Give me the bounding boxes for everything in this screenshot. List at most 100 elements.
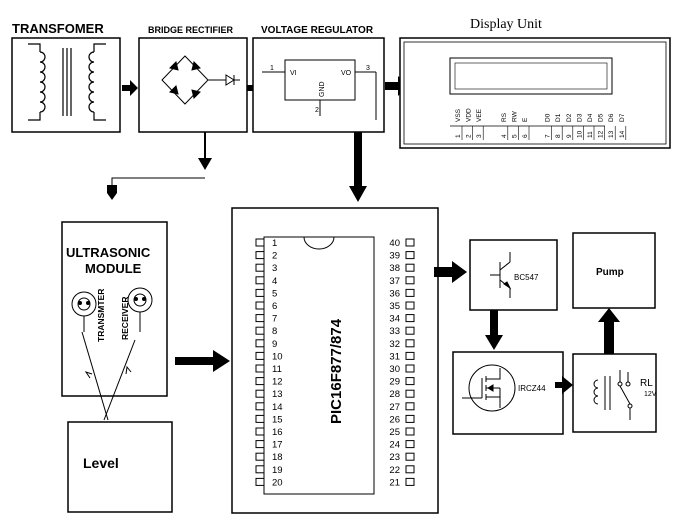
mcu-pin-right: [405, 389, 415, 398]
mcu-pin-left: [255, 377, 265, 386]
mcu-pin-left: [255, 477, 265, 486]
mcu-pin-number-left: 8: [272, 326, 277, 337]
mcu-pin-right: [405, 465, 415, 474]
pump-block: [572, 232, 656, 309]
mosfet-label: IRCZ44: [518, 384, 546, 393]
power-line-ultrasonic: [107, 132, 212, 200]
lcd-pin-number: 10: [576, 130, 583, 138]
mcu-pin-left: [255, 238, 265, 247]
mcu-pin-number-right: 31: [389, 351, 400, 362]
lcd-pin-number: 3: [476, 134, 483, 138]
lcd-pin-name: E: [522, 117, 529, 122]
mcu-pin-left: [255, 414, 265, 423]
relay-label: RL: [640, 378, 653, 389]
lcd-pin-number: 1: [455, 134, 462, 138]
relay-voltage: 12V: [644, 391, 657, 398]
mcu-pin-right: [405, 427, 415, 436]
lcd-pin-name: D6: [608, 113, 615, 122]
transformer-label: TRANSFOMER: [12, 21, 104, 36]
mcu-pin-number-right: 36: [389, 288, 400, 299]
mcu-pin-right: [405, 452, 415, 461]
mcu-pin-right: [405, 276, 415, 285]
ultrasonic-module-block: [61, 221, 168, 421]
lcd-pin-number: 6: [522, 134, 529, 138]
mcu-pin-number-left: 17: [272, 440, 283, 451]
mcu-pin-number-left: 19: [272, 465, 283, 476]
ic-body: [263, 236, 375, 495]
bridge-rectifier-block: [138, 37, 248, 133]
mcu-pin-left: [255, 452, 265, 461]
lcd-pin-number: 5: [511, 134, 518, 138]
mcu-pin-number-right: 22: [389, 465, 400, 476]
lcd-pin-name: VSS: [455, 108, 462, 122]
mcu-pin-number-right: 35: [389, 301, 400, 312]
arrow-regulator-mcu: [349, 132, 367, 202]
lcd-pin-name: VDD: [466, 108, 473, 122]
mcu-pin-right: [405, 351, 415, 360]
arrow-relay-pump: [598, 308, 620, 354]
mcu-pin-right: [405, 314, 415, 323]
mcu-pin-number-left: 2: [272, 251, 277, 262]
arrow-ultrasonic-mcu: [175, 350, 230, 372]
lcd-pin-name: D2: [566, 113, 573, 122]
mcu-pin-number-left: 16: [272, 427, 283, 438]
lcd-pin-name: D7: [619, 113, 626, 122]
ultrasonic-beam-lines: [81, 331, 136, 421]
ultrasonic-label-line1: ULTRASONIC: [66, 245, 151, 260]
receiver-label: RECEIVER: [120, 297, 130, 340]
mcu-pin-right: [405, 377, 415, 386]
mcu-pin-number-left: 5: [272, 288, 277, 299]
mcu-pin-number-right: 26: [389, 414, 400, 425]
mcu-pin-number-right: 40: [389, 238, 400, 249]
mcu-pin-left: [255, 276, 265, 285]
transmitter-sensor-icon: [71, 291, 97, 332]
regulator-vo: VO: [341, 70, 352, 77]
transformer-block: [11, 37, 121, 133]
mcu-pin-number-right: 39: [389, 251, 400, 262]
mcu-pin-right: [405, 251, 415, 260]
mcu-pin-number-left: 4: [272, 276, 277, 287]
mosfet-block: [452, 351, 564, 435]
lcd-pin-number: 9: [566, 134, 573, 138]
lcd-pin-number: 11: [587, 131, 594, 138]
regulator-vi: VI: [290, 70, 297, 77]
mcu-pin-number-left: 9: [272, 339, 277, 350]
mcu-pin-number-left: 3: [272, 263, 277, 274]
mcu-pin-number-left: 13: [272, 389, 283, 400]
mcu-pin-number-right: 32: [389, 339, 400, 350]
mcu-pin-number-left: 1: [272, 238, 277, 249]
diode-bridge-icon: [161, 55, 240, 105]
transformer-symbol-icon: [28, 43, 106, 121]
mcu-pin-number-right: 25: [389, 427, 400, 438]
transistor-block: [469, 239, 558, 311]
lcd-pin-name: D0: [545, 113, 552, 122]
mcu-pin-number-left: 7: [272, 314, 277, 325]
voltage-regulator-label: VOLTAGE REGULATOR: [261, 25, 374, 36]
mcu-pin-number-right: 21: [389, 477, 400, 488]
regulator-pin2: 2: [315, 107, 319, 114]
bridge-rectifier-label: BRIDGE RECTIFIER: [148, 25, 234, 35]
mcu-pin-left: [255, 389, 265, 398]
mcu-pin-right: [405, 414, 415, 423]
display-unit-label: Display Unit: [470, 17, 542, 32]
mcu-pin-number-left: 15: [272, 414, 283, 425]
mcu-pin-number-right: 29: [389, 377, 400, 388]
mcu-pin-number-right: 34: [389, 314, 400, 325]
receiver-sensor-icon: [127, 287, 153, 332]
mcu-label: PIC16F877/874: [328, 318, 345, 424]
lcd-pin-name: D5: [598, 113, 605, 122]
lcd-pin-group: VSS1VDD2VEE3RS4RW5E6D07D18D29D310D411D51…: [455, 108, 627, 140]
mcu-pin-left: [255, 314, 265, 323]
mcu-pin-left: [255, 263, 265, 272]
mcu-pin-left: [255, 301, 265, 310]
lcd-pin-number: 8: [555, 134, 562, 138]
relay-icon: [593, 370, 633, 420]
mcu-pin-right: [405, 440, 415, 449]
mcu-pin-right: [405, 263, 415, 272]
mcu-pin-left: [255, 465, 265, 474]
mcu-pin-right: [405, 288, 415, 297]
mcu-pin-right: [405, 477, 415, 486]
arrow-mcu-transistor: [434, 261, 467, 283]
mcu-pin-number-right: 30: [389, 364, 400, 375]
